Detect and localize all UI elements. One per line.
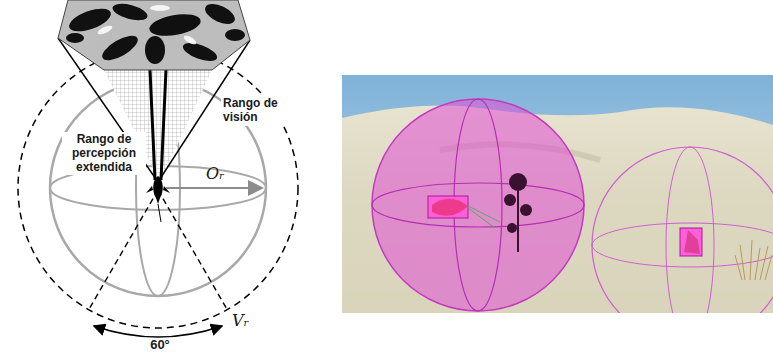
radius-label: Oᵣ — [206, 165, 236, 183]
perception-range-label: Rango de percepción extendida — [62, 132, 146, 175]
vision-range-label: Rango de visión — [221, 96, 285, 126]
angle-label: 60° — [140, 338, 180, 353]
radius-label: Vᵣ — [232, 312, 262, 330]
